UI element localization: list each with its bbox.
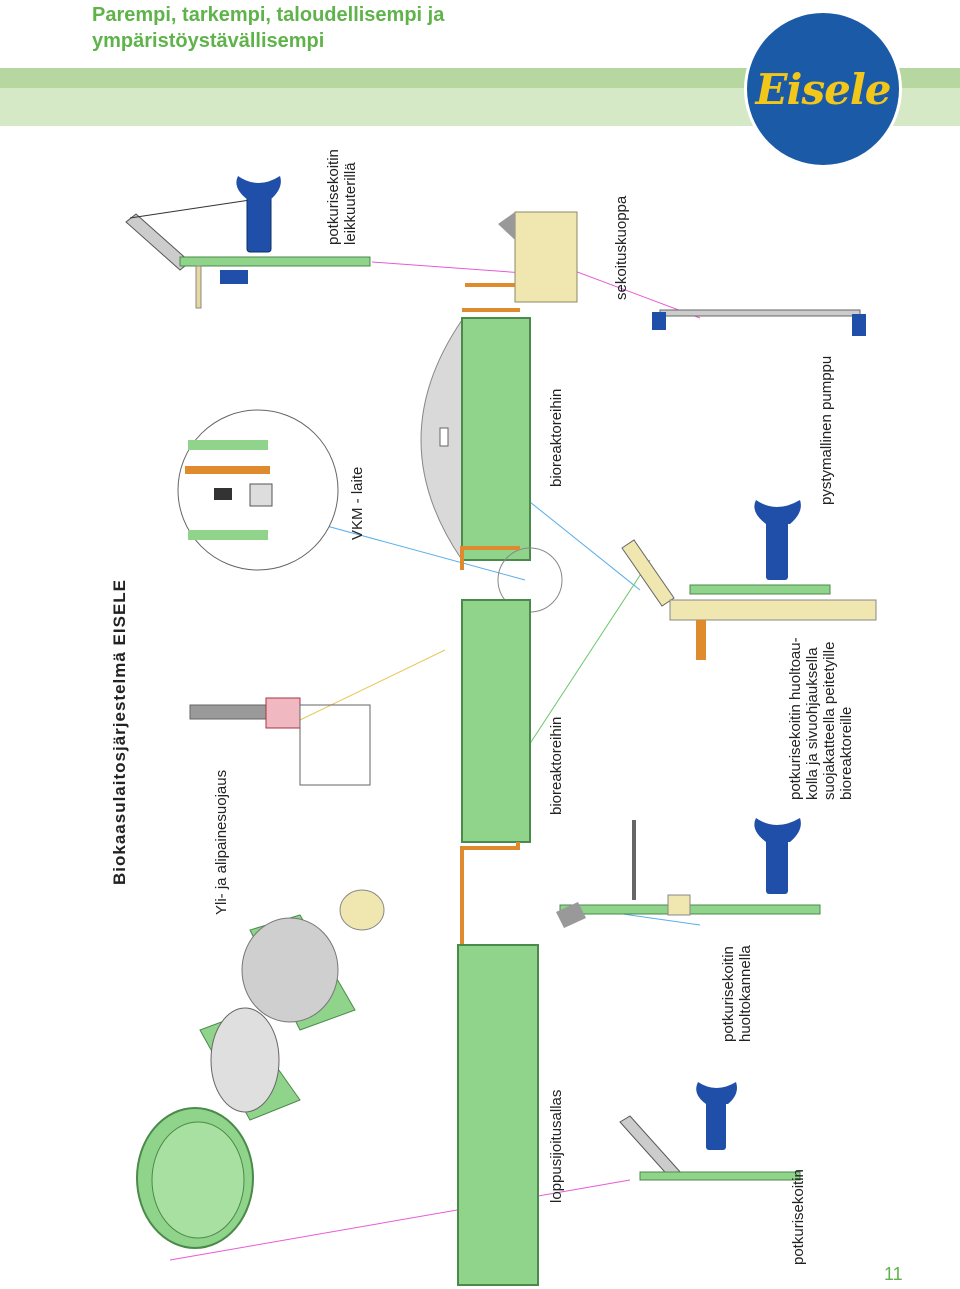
pump-motor (652, 312, 666, 330)
label-bioreactors-top: bioreaktoreihin (548, 388, 565, 487)
vkm-wall-right (188, 530, 268, 540)
dome-hatch (439, 427, 449, 447)
eisele-logo: Eisele (744, 10, 902, 168)
mixer-propeller-mid (754, 500, 801, 524)
pump-head (852, 314, 866, 336)
mixer-motor-mid (766, 520, 788, 580)
vkm-valve-block (249, 483, 273, 507)
bottom-mixer (619, 1082, 801, 1181)
final-storage-tank (457, 944, 539, 1286)
motor-box-top (220, 270, 248, 284)
page-number: 11 (884, 1264, 903, 1284)
support-post-top (195, 265, 202, 309)
bottom-mixer-frame (619, 1115, 683, 1181)
eisele-logo-text: Eisele (755, 65, 891, 114)
header-band-top (0, 68, 960, 88)
side-guide-frame (621, 539, 675, 607)
green-tank-inner (151, 1121, 245, 1239)
grey-tank-dome (241, 917, 339, 1023)
label-bioreactors-bottom: bioreaktoreihin (548, 716, 565, 815)
mixer-service-cover (556, 818, 821, 928)
label-mixing-pit: sekoituskuoppa (613, 195, 630, 300)
label-mixer: potkurisekoitin (790, 1169, 807, 1265)
feed-pipe-lower (460, 546, 520, 570)
bottom-mixer-motor (706, 1100, 726, 1150)
mixing-pit-funnel (498, 212, 515, 240)
mixer-propeller-top (236, 176, 281, 200)
pointer-line-overpressure (299, 649, 446, 721)
cover-rail (632, 820, 636, 900)
cover-bracket (556, 902, 586, 928)
pump-shaft (659, 309, 861, 317)
overpressure-protection (189, 697, 371, 786)
middle-tank-top (210, 1007, 280, 1113)
bottom-mixer-propeller (696, 1082, 737, 1104)
bioreactor-tank-lower (461, 599, 531, 843)
pressure-box (265, 697, 301, 729)
bioreactor-tank-upper (461, 317, 531, 561)
mixer-with-cutters (125, 176, 371, 309)
mixer-shaft-mid (689, 584, 831, 595)
mixing-pit-box (514, 211, 578, 303)
mixer-service-hatch (621, 500, 877, 660)
cover-box (667, 894, 691, 916)
label-mixer-service-hatch: potkurisekoitin huoltoau- kolla ja sivuo… (787, 637, 855, 800)
guide-rope (129, 199, 251, 219)
mixer-propeller-lower (754, 818, 801, 842)
mixer-shaft-top (179, 256, 371, 267)
label-vkm: VKM - laite (349, 466, 366, 540)
service-shaft (669, 599, 877, 621)
bioreactor-tank (460, 546, 531, 945)
diagram-title: Biokaasulaitosjärjestelmä EISELE (110, 578, 129, 885)
overflow-pipe (460, 842, 520, 875)
storage-tanks (136, 889, 385, 1249)
pressure-frame (299, 704, 371, 786)
mixer-motor-lower (766, 838, 788, 894)
bottom-mixer-shaft (639, 1171, 801, 1181)
mixing-pit (465, 211, 578, 303)
gas-pipe (189, 704, 271, 720)
pointer-line-mixer-bottom (169, 1179, 631, 1261)
mixer-motor-top (246, 195, 272, 253)
lift-pipe (696, 620, 706, 660)
label-vertical-pump: pystymallinen pumppu (818, 355, 835, 505)
vkm-actuator (214, 488, 232, 500)
vkm-wall-left (188, 440, 268, 450)
page-header-title: Parempi, tarkempi, taloudellisempi ja ym… (92, 4, 445, 52)
small-tank-top (339, 889, 385, 931)
vkm-detail (177, 409, 339, 571)
label-mixer-cutters: potkurisekoitin leikkuuterillä (325, 149, 359, 245)
vertical-pump (652, 309, 866, 336)
label-final-storage: loppusijoitusallas (548, 1089, 565, 1203)
bioreactor-dome (420, 308, 531, 562)
label-mixer-service-cover: potkurisekoitin huoltokannella (720, 945, 754, 1042)
label-overpressure: Yli- ja alipainesuojaus (213, 769, 230, 915)
